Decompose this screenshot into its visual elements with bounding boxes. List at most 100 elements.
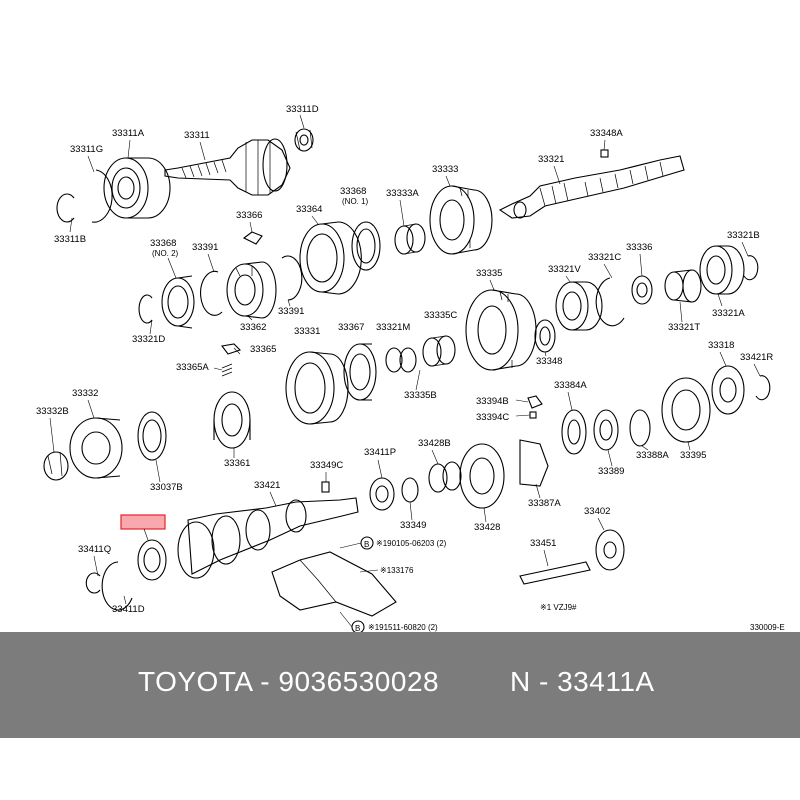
needle-bearing-33333A[interactable] bbox=[394, 223, 426, 255]
synchro-ring-33368-no1[interactable] bbox=[351, 221, 381, 271]
label-33365: 33365 bbox=[250, 344, 276, 355]
washer-33348[interactable] bbox=[534, 319, 556, 353]
label-33311G: 33311G bbox=[70, 144, 103, 155]
gear-33331[interactable] bbox=[285, 351, 349, 425]
bearing-33321V[interactable] bbox=[555, 281, 603, 331]
ball-33348A[interactable] bbox=[600, 149, 609, 158]
diagram-code: 330009-E bbox=[750, 623, 785, 632]
countershaft-33421[interactable] bbox=[177, 497, 359, 579]
label-33388A: 33388A bbox=[636, 450, 669, 461]
snap-ring-33411D[interactable] bbox=[101, 561, 133, 611]
gear-33332[interactable] bbox=[69, 417, 123, 479]
key-33365[interactable] bbox=[221, 343, 242, 355]
label-33318: 33318 bbox=[708, 340, 734, 351]
ring-33384A[interactable] bbox=[561, 409, 587, 455]
hub-33389[interactable] bbox=[593, 409, 619, 451]
bearing-33411A[interactable] bbox=[137, 539, 167, 581]
bearing-33411P[interactable] bbox=[369, 477, 395, 511]
bearing-33321A[interactable] bbox=[699, 245, 745, 295]
snap-ring-33311G[interactable] bbox=[91, 169, 113, 223]
label-33362: 33362 bbox=[240, 322, 266, 333]
hub-sleeve-33361[interactable] bbox=[213, 391, 251, 449]
gear-33395[interactable] bbox=[661, 377, 711, 443]
hub-33387A[interactable] bbox=[519, 439, 549, 487]
washer-33349[interactable] bbox=[401, 477, 419, 503]
snap-ring-33391-right[interactable] bbox=[281, 255, 303, 301]
label-33332: 33332 bbox=[72, 388, 98, 399]
note-133176: ※133176 bbox=[380, 566, 414, 575]
gear-33428[interactable] bbox=[459, 443, 505, 509]
snap-ring-33321D[interactable] bbox=[138, 294, 153, 324]
pin-33349C[interactable] bbox=[321, 481, 330, 493]
label-33368-no1: 33368 bbox=[340, 186, 366, 197]
clip-33366[interactable] bbox=[242, 231, 263, 245]
needle-bearing-33335C[interactable] bbox=[422, 335, 456, 367]
label-33411D: 33411D bbox=[112, 604, 145, 615]
bearing-33311A[interactable] bbox=[103, 157, 171, 219]
sleeve-33321T[interactable] bbox=[664, 269, 702, 303]
svg-text:B: B bbox=[364, 540, 369, 549]
label-33361: 33361 bbox=[224, 458, 250, 469]
label-33321B: 33321B bbox=[727, 230, 760, 241]
bearing-33318[interactable] bbox=[711, 365, 745, 415]
label-33387A: 33387A bbox=[528, 498, 561, 509]
note-vzj9: ※1 VZJ9# bbox=[540, 603, 577, 612]
snap-ring-33391-left[interactable] bbox=[200, 270, 223, 316]
snap-ring-33321B[interactable] bbox=[743, 255, 759, 281]
leader-lines bbox=[49, 114, 761, 628]
sleeve-33364[interactable] bbox=[299, 221, 362, 295]
roller-bearing-33311D[interactable] bbox=[294, 128, 314, 152]
label-33311A: 33311A bbox=[112, 128, 145, 139]
pin-33394C[interactable] bbox=[529, 411, 537, 419]
shaft-33451[interactable] bbox=[519, 561, 591, 585]
label-33311D: 33311D bbox=[286, 104, 319, 115]
spring-33365A[interactable] bbox=[221, 363, 233, 377]
shift-fork-33394B[interactable] bbox=[527, 395, 543, 409]
label-33384A: 33384A bbox=[554, 380, 587, 391]
gear-33333[interactable] bbox=[429, 185, 493, 255]
snap-ring-33421R[interactable] bbox=[755, 375, 771, 401]
footer-reference: N - 33411A bbox=[510, 666, 655, 697]
roller-bearing-33336[interactable] bbox=[631, 275, 653, 305]
input-shaft-33311[interactable] bbox=[164, 138, 291, 196]
ring-33388A[interactable] bbox=[629, 409, 651, 447]
label-33332B: 33332B bbox=[36, 406, 69, 417]
synchro-ring-33368-no2[interactable] bbox=[161, 275, 195, 329]
hub-33362[interactable] bbox=[226, 261, 277, 319]
highlight-box bbox=[120, 514, 166, 530]
label-33335: 33335 bbox=[476, 268, 502, 279]
needle-bearing-33332B[interactable] bbox=[43, 451, 69, 481]
label-33367: 33367 bbox=[338, 322, 364, 333]
note-190105: ※190105-06203 (2) bbox=[376, 539, 447, 548]
footer-brand-part-number: TOYOTA - 9036530028 bbox=[138, 666, 440, 697]
label-33321D: 33321D bbox=[132, 334, 165, 345]
label-33395: 33395 bbox=[680, 450, 706, 461]
label-33421R: 33421R bbox=[740, 352, 773, 363]
label-33421: 33421 bbox=[254, 480, 280, 491]
ring-33367[interactable] bbox=[343, 343, 377, 401]
label-33335B: 33335B bbox=[404, 390, 437, 401]
label-33368-no2: 33368 bbox=[150, 238, 176, 249]
label-33331: 33331 bbox=[294, 326, 320, 337]
snap-ring-33321C[interactable] bbox=[595, 277, 625, 327]
washer-33321M[interactable] bbox=[385, 347, 417, 373]
snap-ring-33411Q[interactable] bbox=[85, 572, 101, 594]
needle-bearing-33428B[interactable] bbox=[428, 461, 462, 493]
label-33365A: 33365A bbox=[176, 362, 209, 373]
gear-33402[interactable] bbox=[595, 529, 625, 571]
label-33394C: 33394C bbox=[476, 412, 509, 423]
label-33366: 33366 bbox=[236, 210, 262, 221]
callout-b-1: B bbox=[360, 536, 374, 550]
label-33321C: 33321C bbox=[588, 252, 621, 263]
label-33411Q: 33411Q bbox=[78, 544, 111, 555]
label-33428B: 33428B bbox=[418, 438, 451, 449]
gear-33335[interactable] bbox=[465, 289, 537, 371]
label-33333: 33333 bbox=[432, 164, 458, 175]
svg-text:B: B bbox=[355, 624, 360, 632]
label-33321: 33321 bbox=[538, 154, 564, 165]
snap-ring-33311B[interactable] bbox=[56, 193, 75, 223]
output-shaft-33321[interactable] bbox=[498, 155, 685, 219]
synchro-ring-33037B[interactable] bbox=[137, 411, 167, 461]
label-33348A: 33348A bbox=[590, 128, 623, 139]
